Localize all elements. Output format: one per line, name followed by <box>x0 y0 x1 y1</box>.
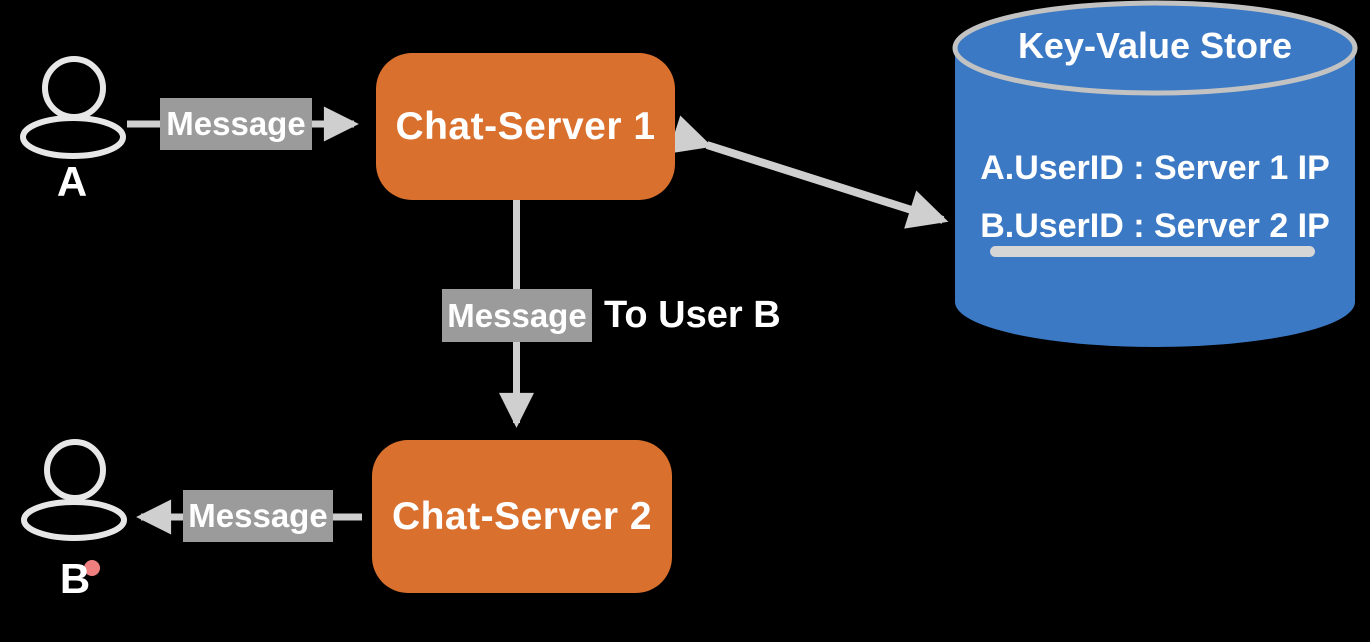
key-value-entry-a: A.UserID : Server 1 IP <box>980 148 1330 187</box>
user-a-label: A <box>56 158 88 205</box>
user-b-label: B <box>59 555 91 602</box>
message-label-server2-to-b: Message <box>183 490 333 542</box>
arrow-server1-keyvalue-bidirectional <box>668 115 949 229</box>
user-b-icon <box>21 439 127 541</box>
key-value-entry-b: B.UserID : Server 2 IP <box>980 206 1330 245</box>
notification-dot <box>84 560 100 576</box>
highlight-underline <box>990 246 1315 257</box>
user-a-icon <box>20 56 126 159</box>
chat-server-2-box: Chat-Server 2 <box>372 440 672 593</box>
key-value-store-title: Key-Value Store <box>1017 25 1293 66</box>
chat-server-1-box: Chat-Server 1 <box>376 53 675 200</box>
message-label-server1-to-server2: Message <box>442 289 592 342</box>
to-user-b-annotation: To User B <box>604 294 781 336</box>
message-label-a-to-server1: Message <box>160 98 312 150</box>
key-value-store-cylinder <box>952 0 1358 347</box>
